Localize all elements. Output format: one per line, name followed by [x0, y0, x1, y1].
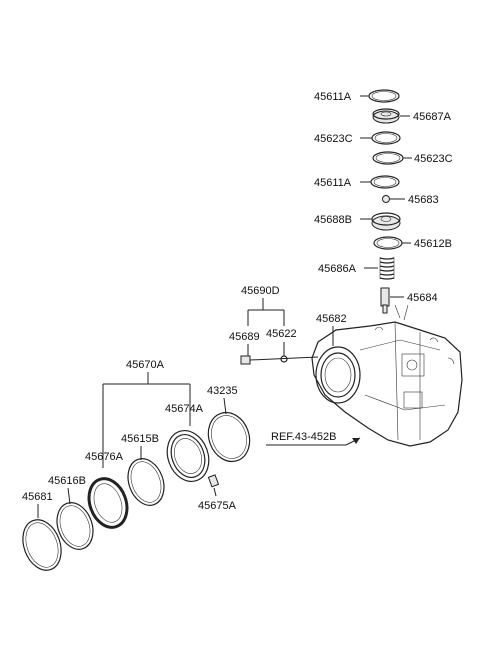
seal-ring-45623C-right[interactable] — [372, 151, 412, 165]
oring-45622[interactable] — [280, 342, 288, 363]
label-45687A: 45687A — [413, 111, 452, 123]
label-45615B: 45615B — [121, 433, 159, 445]
ring-45615B[interactable] — [122, 454, 170, 511]
label-45611A-mid: 45611A — [314, 177, 352, 189]
label-45689: 45689 — [229, 331, 260, 343]
label-45616B: 45616B — [48, 475, 86, 487]
snap-ring-45611A-top[interactable] — [360, 89, 400, 103]
label-45690D: 45690D — [241, 285, 280, 297]
label-45688B: 45688B — [314, 214, 352, 226]
ring-45681[interactable] — [16, 514, 68, 575]
ref-arrow — [266, 437, 361, 446]
label-45682: 45682 — [316, 313, 347, 325]
ref-label[interactable]: REF.43-452B — [271, 431, 336, 443]
transmission-case-45682[interactable] — [311, 304, 463, 447]
part-45683[interactable] — [382, 195, 406, 203]
valve-45684[interactable] — [380, 287, 404, 314]
part-45687A[interactable] — [372, 108, 410, 124]
bracket-45670A — [102, 372, 191, 468]
part-45688B[interactable] — [360, 212, 401, 231]
label-45622: 45622 — [266, 328, 297, 340]
label-45683: 45683 — [408, 194, 439, 206]
label-43235: 43235 — [207, 385, 238, 397]
retainer-45674A[interactable] — [160, 425, 215, 488]
spring-45686A[interactable] — [364, 257, 395, 280]
label-45681: 45681 — [22, 491, 53, 503]
snap-ring-43235[interactable] — [202, 407, 257, 468]
label-45623C-right: 45623C — [414, 153, 453, 165]
label-45684: 45684 — [407, 292, 438, 304]
bracket-45690D — [247, 298, 285, 326]
label-45676A: 45676A — [85, 451, 124, 463]
leader-43235 — [223, 397, 227, 415]
label-45612B: 45612B — [414, 238, 452, 250]
seal-ring-45612B[interactable] — [373, 236, 411, 250]
label-45674A: 45674A — [165, 403, 204, 415]
plug-45689[interactable] — [240, 344, 319, 365]
snap-ring-45611A-mid[interactable] — [360, 175, 400, 189]
seal-ring-45623C-left[interactable] — [360, 131, 401, 145]
label-45675A: 45675A — [198, 500, 237, 512]
label-45623C-left: 45623C — [314, 133, 353, 145]
pin-45675A[interactable] — [207, 474, 220, 497]
label-45686A: 45686A — [318, 263, 357, 275]
leader-45616B — [67, 487, 71, 505]
ring-45616B[interactable] — [51, 498, 99, 555]
label-45611A-top: 45611A — [314, 91, 352, 103]
clutch-plate-45676A[interactable] — [83, 473, 134, 532]
label-45670A: 45670A — [126, 359, 165, 371]
